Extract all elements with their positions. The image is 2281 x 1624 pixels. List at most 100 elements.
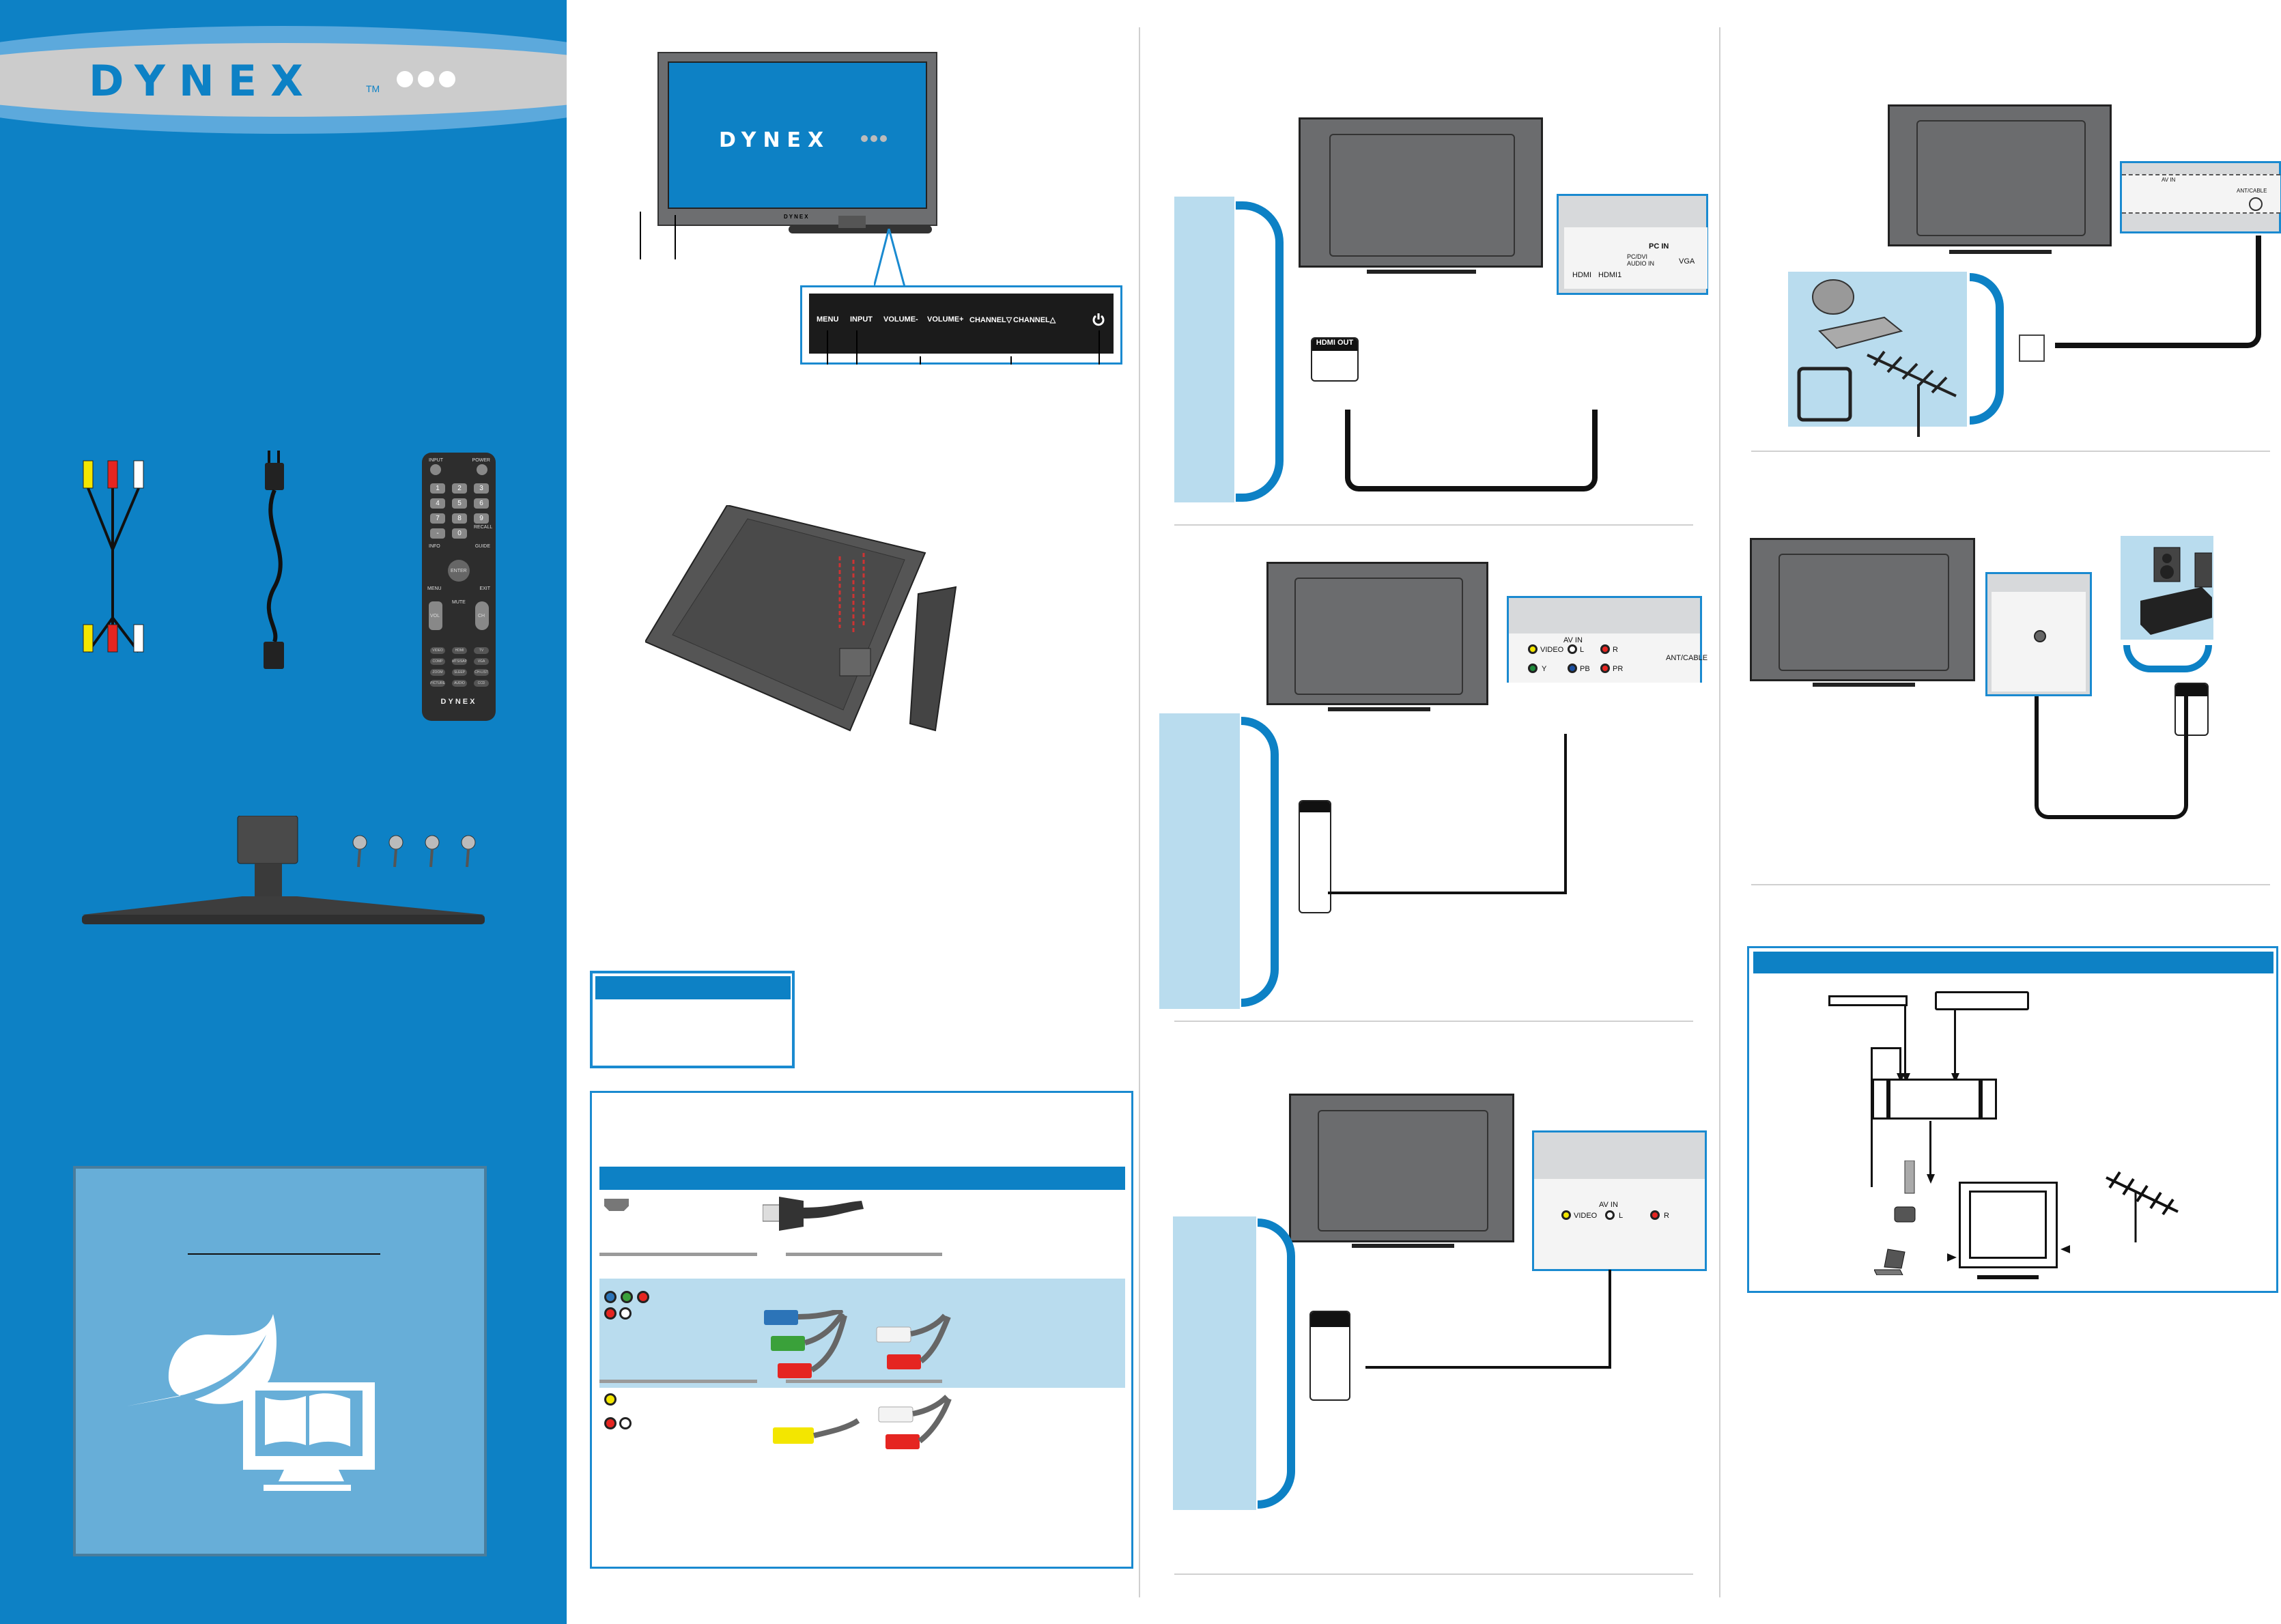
remote-function-key: ZOOM — [430, 669, 445, 676]
optical-cable — [2035, 696, 2188, 819]
note-box — [590, 971, 795, 1068]
panel-jack-area — [2122, 174, 2280, 214]
arrow-icon — [2060, 1245, 2070, 1253]
pc-audio-label: PC/DVI AUDIO IN — [1627, 253, 1655, 267]
remote-info-label: INFO — [429, 544, 440, 549]
laptop-icon — [1874, 1249, 1905, 1275]
tv-icon-base — [1977, 1275, 2039, 1279]
remote-function-key: COMP — [430, 658, 445, 665]
remote-ch-label: CH — [478, 614, 485, 618]
r-label: R — [1664, 1212, 1669, 1220]
connection-line — [1871, 1047, 1873, 1187]
remote-exit-label: EXIT — [479, 586, 490, 591]
optical-source — [2174, 683, 2209, 736]
tv-back-view — [1289, 1094, 1514, 1242]
remote-function-key: CCD — [474, 680, 489, 687]
dvd-player-icon — [1828, 995, 1908, 1006]
remote-key: 0 — [452, 528, 467, 539]
remote-key: - — [430, 528, 445, 539]
connection-line — [1904, 1006, 1906, 1074]
remote-input-label: INPUT — [429, 458, 443, 463]
callout-leader — [1010, 356, 1012, 365]
component-cable-icon — [764, 1310, 951, 1378]
hdmi-out-source: HDMI OUT — [1311, 337, 1359, 382]
audio-r-jack — [1600, 644, 1610, 654]
device-strip — [1174, 197, 1234, 502]
remote-function-key: CH-LIST — [474, 669, 489, 676]
remote-function-key: AUDIO — [452, 680, 467, 687]
row-divider — [599, 1380, 757, 1383]
l-label: L — [1619, 1212, 1624, 1220]
tv-bezel-logo: DYNEX — [784, 214, 810, 220]
ant-cable-label: ANT/CABLE — [2237, 188, 2267, 194]
panel-jack-area — [1509, 633, 1700, 683]
callout-leader — [827, 330, 828, 365]
tv-stand-base — [1949, 250, 2052, 254]
component-row — [599, 1279, 1125, 1388]
remote-key: 1 — [430, 483, 445, 494]
section-divider — [1174, 1021, 1693, 1022]
column-divider — [1719, 27, 1720, 1597]
satellite-antenna-icon — [1797, 279, 1957, 437]
control-panel — [809, 294, 1114, 354]
component-panel-callout: AV IN VIDEO L R Y PB PR ANT/CABLE — [1507, 596, 1708, 683]
connection-line — [1871, 1047, 1901, 1049]
stand-assembly-illustration — [645, 505, 957, 732]
logo-dot — [418, 71, 434, 87]
remote-recall-label: RECALL — [474, 525, 493, 530]
av-in-label: AV IN — [1563, 636, 1583, 644]
game-console-camcorder-icon — [1894, 1160, 1916, 1223]
device-strip — [1159, 713, 1240, 1009]
note-header — [595, 976, 791, 999]
video-jack — [1528, 644, 1538, 654]
arrow-icon — [1947, 1253, 1957, 1262]
source-header — [2176, 684, 2207, 696]
tv-stand-base — [1328, 707, 1430, 711]
ant-cable-label: ANT/CABLE — [1666, 654, 1708, 662]
tv-stand-base — [1367, 270, 1476, 274]
component-source — [1299, 800, 1331, 913]
volume-up-label: VOLUME+ — [927, 315, 964, 324]
section-divider — [1751, 451, 2270, 452]
device-strip — [1173, 1216, 1256, 1510]
l-label: L — [1580, 646, 1585, 654]
vga-port-label: VGA — [1679, 257, 1695, 266]
cable-box-icon — [1935, 991, 2029, 1010]
optical-jack — [2034, 630, 2046, 642]
cable-types-header — [599, 1167, 1125, 1190]
av-cable-icon — [83, 460, 144, 653]
trademark: TM — [366, 83, 380, 94]
channel-down-label: CHANNEL▽ — [969, 316, 1012, 324]
composite-cable-icon — [773, 1395, 952, 1449]
remote-enter-button — [448, 560, 470, 582]
bracket — [1258, 1219, 1295, 1509]
cable-types-box — [590, 1091, 1133, 1569]
callout-pointer — [874, 229, 906, 287]
pb-label: PB — [1580, 665, 1590, 673]
antenna-icon — [2106, 1171, 2179, 1242]
power-icon — [1092, 313, 1105, 326]
hdmi-out-label: HDMI OUT — [1312, 339, 1357, 351]
section-divider — [1174, 524, 1693, 526]
tv-icon — [1959, 1182, 2058, 1268]
remote-input-button — [430, 464, 441, 475]
audio-r-jack — [1650, 1210, 1660, 1220]
logo-dot — [870, 135, 877, 142]
tv-back-view — [1888, 104, 2112, 246]
pb-jack — [1568, 664, 1577, 673]
leaf-icon — [126, 1314, 277, 1406]
tv-back-view — [1266, 562, 1488, 705]
tv-stand-neck — [838, 216, 866, 228]
section-divider — [1751, 884, 2270, 885]
control-panel-callout — [800, 285, 1122, 365]
remote-function-key: HDMI — [452, 647, 467, 654]
panel-jack-area — [1534, 1179, 1705, 1269]
remote-function-key: MTS/SAP — [452, 658, 467, 665]
video-label: VIDEO — [1574, 1212, 1598, 1220]
remote-vol-label: VOL — [430, 614, 440, 618]
brand-logo: DYNEX — [89, 56, 317, 106]
home-theater-header — [1753, 952, 2273, 973]
tv-back-view — [1299, 117, 1543, 268]
av-source — [1309, 1311, 1350, 1401]
